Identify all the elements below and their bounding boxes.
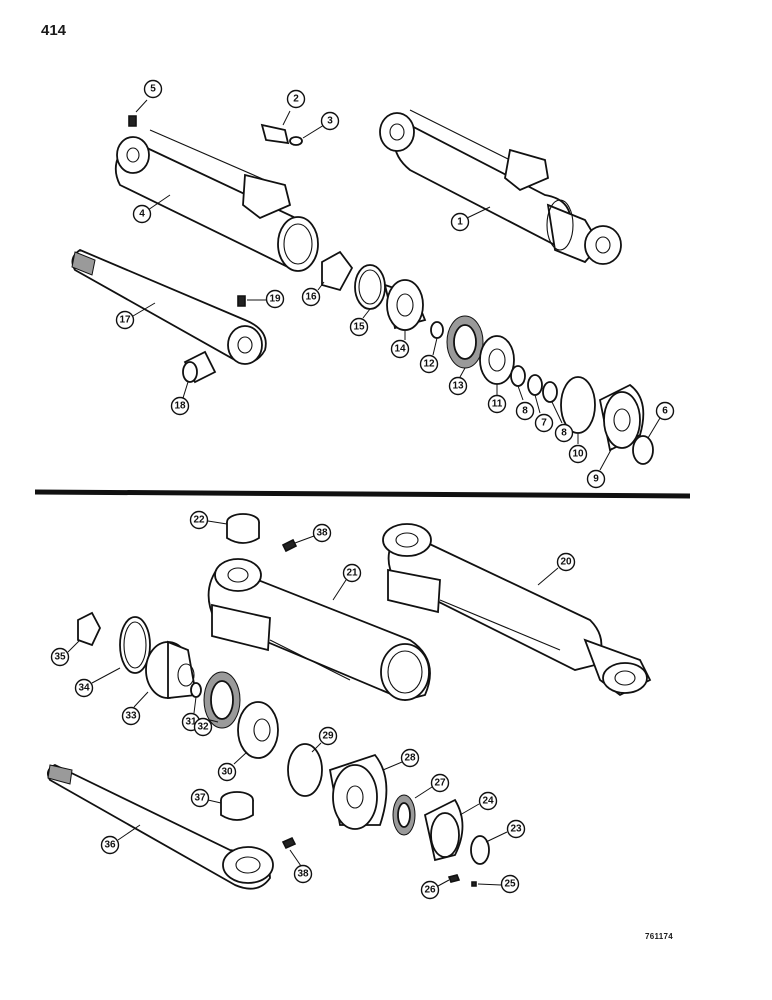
head-stack-bottom-part bbox=[287, 743, 490, 887]
svg-text:29: 29 bbox=[322, 731, 334, 742]
rod-seal-rings-part bbox=[510, 365, 654, 465]
svg-text:30: 30 bbox=[221, 767, 233, 778]
callout-23: 23 bbox=[485, 819, 526, 843]
callout-9: 9 bbox=[586, 447, 613, 489]
svg-text:11: 11 bbox=[492, 399, 503, 410]
svg-text:34: 34 bbox=[78, 683, 90, 694]
svg-text:12: 12 bbox=[423, 359, 435, 370]
svg-text:22: 22 bbox=[193, 515, 205, 526]
section-divider bbox=[34, 489, 691, 499]
svg-text:4: 4 bbox=[139, 209, 145, 220]
svg-text:8: 8 bbox=[561, 428, 567, 439]
svg-text:10: 10 bbox=[572, 449, 584, 460]
svg-text:33: 33 bbox=[125, 711, 137, 722]
callout-5: 5 bbox=[135, 79, 163, 113]
svg-text:18: 18 bbox=[174, 401, 186, 412]
bushing-part bbox=[182, 350, 217, 384]
cylinder-barrel-part bbox=[114, 115, 319, 272]
svg-text:24: 24 bbox=[482, 796, 494, 807]
callout-6: 6 bbox=[647, 401, 675, 439]
svg-text:31: 31 bbox=[185, 717, 197, 728]
svg-text:16: 16 bbox=[305, 292, 317, 303]
svg-text:15: 15 bbox=[353, 322, 365, 333]
svg-text:7: 7 bbox=[541, 418, 547, 429]
cylinder-barrel-bottom bbox=[207, 558, 431, 701]
callout-10: 10 bbox=[568, 433, 588, 464]
callout-32: 32 bbox=[193, 717, 219, 737]
svg-text:38: 38 bbox=[297, 869, 309, 880]
callout-38a: 38 bbox=[294, 523, 332, 544]
fitting-part bbox=[260, 123, 303, 146]
figure-code: 761174 bbox=[645, 932, 674, 941]
callout-28: 28 bbox=[382, 748, 420, 771]
svg-text:27: 27 bbox=[434, 778, 446, 789]
svg-text:25: 25 bbox=[504, 879, 516, 890]
piston-stack-part bbox=[321, 250, 515, 385]
callout-18: 18 bbox=[170, 381, 190, 416]
callout-15: 15 bbox=[349, 308, 371, 337]
svg-text:1: 1 bbox=[457, 217, 463, 228]
callout-1: 1 bbox=[450, 206, 491, 232]
svg-text:38: 38 bbox=[316, 528, 328, 539]
callout-35: 35 bbox=[50, 639, 81, 667]
bushing-22-part bbox=[226, 513, 298, 553]
svg-text:14: 14 bbox=[394, 344, 406, 355]
callout-2: 2 bbox=[282, 89, 306, 126]
svg-text:17: 17 bbox=[119, 315, 131, 326]
svg-text:21: 21 bbox=[346, 568, 358, 579]
callout-37: 37 bbox=[190, 788, 222, 808]
svg-text:32: 32 bbox=[197, 722, 209, 733]
svg-text:9: 9 bbox=[593, 474, 599, 485]
svg-text:19: 19 bbox=[269, 294, 281, 305]
piston-rod-part bbox=[71, 248, 267, 365]
callout-29: 29 bbox=[311, 726, 338, 753]
callout-8a: 8 bbox=[515, 385, 535, 421]
callout-16: 16 bbox=[301, 281, 325, 307]
callout-17: 17 bbox=[115, 302, 156, 330]
svg-text:37: 37 bbox=[194, 793, 206, 804]
callout-22: 22 bbox=[189, 510, 228, 530]
callout-34: 34 bbox=[74, 667, 121, 698]
svg-text:6: 6 bbox=[662, 406, 668, 417]
svg-text:2: 2 bbox=[293, 94, 299, 105]
callout-30: 30 bbox=[217, 751, 248, 782]
svg-text:13: 13 bbox=[452, 381, 464, 392]
callout-27: 27 bbox=[414, 773, 450, 799]
callout-21: 21 bbox=[332, 563, 362, 601]
piston-rod-bottom-part bbox=[46, 764, 297, 890]
svg-text:23: 23 bbox=[510, 824, 522, 835]
callout-11: 11 bbox=[487, 384, 507, 414]
callout-19: 19 bbox=[247, 289, 285, 309]
callout-20: 20 bbox=[537, 552, 576, 586]
page-number: 414 bbox=[41, 22, 67, 39]
callout-4: 4 bbox=[132, 194, 171, 224]
svg-text:20: 20 bbox=[560, 557, 572, 568]
callout-14: 14 bbox=[390, 330, 410, 359]
svg-text:8: 8 bbox=[522, 406, 528, 417]
callout-38b: 38 bbox=[289, 849, 313, 884]
callout-24: 24 bbox=[459, 791, 498, 816]
svg-text:3: 3 bbox=[327, 116, 333, 127]
svg-text:35: 35 bbox=[54, 652, 66, 663]
callout-36: 36 bbox=[100, 824, 141, 855]
svg-text:26: 26 bbox=[424, 885, 436, 896]
piston-stack-bottom-part bbox=[77, 611, 279, 759]
svg-text:28: 28 bbox=[404, 753, 416, 764]
callout-13: 13 bbox=[448, 367, 468, 396]
callout-7: 7 bbox=[534, 394, 554, 433]
svg-text:5: 5 bbox=[150, 84, 156, 95]
callout-12: 12 bbox=[419, 337, 439, 374]
callout-25: 25 bbox=[477, 874, 520, 894]
callout-33: 33 bbox=[121, 691, 149, 726]
callout-26: 26 bbox=[420, 879, 450, 900]
svg-text:36: 36 bbox=[104, 840, 116, 851]
callout-3: 3 bbox=[302, 111, 340, 139]
cylinder-assembly-top bbox=[379, 109, 622, 265]
cylinder-assembly-bottom-right bbox=[382, 523, 652, 697]
callout-8b: 8 bbox=[551, 401, 574, 443]
